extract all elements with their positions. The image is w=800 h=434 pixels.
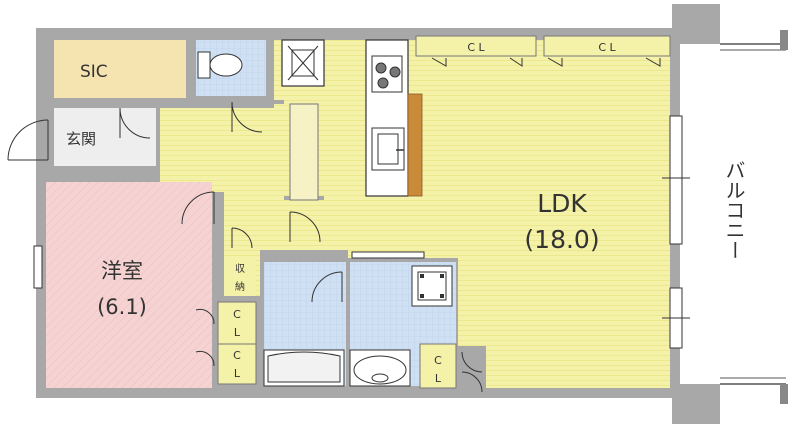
- ldk-closet-c: C: [434, 354, 442, 367]
- balcony-label: バルコニー: [722, 160, 746, 260]
- storage-label-2: 納: [235, 280, 245, 293]
- hallway-floor: [160, 104, 324, 296]
- balcony-pillar-bottom: [780, 384, 788, 404]
- western-closet-2-c: C: [233, 349, 241, 362]
- window-western: [33, 245, 43, 289]
- kitchen-vent: [351, 251, 425, 259]
- balcony-pillar-top: [780, 30, 788, 50]
- stove-icon: [371, 55, 403, 93]
- ldk-closet-l: L: [435, 372, 442, 385]
- western-closet-2: [217, 343, 257, 385]
- kitchen-backwall: [407, 93, 423, 197]
- ldk-top-closet-1: [415, 35, 537, 57]
- ldk-top-closet-2-label: C L: [598, 41, 616, 54]
- storage-floor: [224, 256, 256, 296]
- balcony-wall-top: [672, 4, 720, 44]
- ldk-top-closet-1-label: C L: [467, 41, 485, 54]
- window-balcony-upper: [669, 115, 683, 245]
- toilet-icon: [197, 51, 243, 79]
- ldk-label: LDK: [537, 189, 587, 218]
- western-closet-1-c: C: [233, 308, 241, 321]
- balcony-wall-bottom: [672, 384, 720, 424]
- western-room-size: (6.1): [97, 295, 147, 319]
- entry-door-icon: [7, 119, 49, 161]
- doors: [119, 101, 483, 393]
- washing-machine-icon: [411, 265, 453, 307]
- entrance-label: 玄関: [66, 130, 96, 148]
- balcony-area: [682, 44, 786, 384]
- ldk-size: (18.0): [524, 225, 599, 254]
- sic-label: SIC: [80, 62, 108, 82]
- western-closet-1: [217, 301, 257, 345]
- entrance-floor: [54, 108, 156, 166]
- ldk-closet-floor: [419, 343, 457, 389]
- ldk-top-closet-2: [543, 35, 671, 57]
- sink-icon: [371, 127, 405, 171]
- washbasin-icon: [263, 349, 345, 387]
- sic-floor: [54, 40, 186, 98]
- bathtub-icon: [349, 349, 411, 387]
- storage-label-1: 収: [235, 263, 245, 275]
- western-closet-2-l: L: [234, 367, 241, 380]
- western-room-label: 洋室: [101, 259, 143, 283]
- western-room-floor: [46, 182, 212, 388]
- hallway-shelf: [289, 103, 319, 201]
- western-closet-1-l: L: [234, 326, 241, 339]
